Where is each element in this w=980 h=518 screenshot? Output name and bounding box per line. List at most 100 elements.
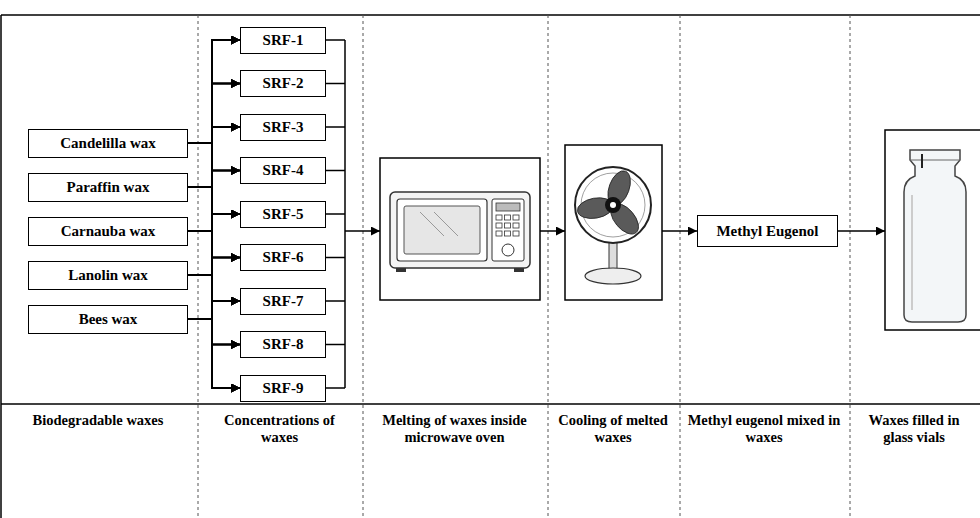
concentration-box: SRF-8 [240, 331, 326, 358]
bus-line [344, 40, 346, 388]
box-label: Paraffin wax [67, 179, 150, 196]
box-label: Lanolin wax [68, 267, 148, 284]
oven-button [496, 223, 502, 228]
column-divider [850, 15, 851, 518]
bus-stub [326, 387, 345, 389]
box-label: SRF-8 [263, 336, 304, 353]
box-label: Carnauba wax [61, 223, 156, 240]
connector [188, 143, 240, 388]
table-rule [1, 403, 980, 405]
flow-arrow [540, 230, 565, 232]
box-label: SRF-2 [263, 75, 304, 92]
connector [188, 143, 240, 301]
connector [188, 187, 240, 301]
frame-top [1, 14, 980, 16]
wax-box: Bees wax [28, 305, 188, 334]
connector [188, 84, 240, 188]
connector [188, 127, 240, 319]
connector [188, 171, 240, 320]
oven-door [397, 199, 487, 261]
box-label: SRF-5 [263, 206, 304, 223]
oven-window [404, 206, 480, 254]
glass-glint [420, 212, 444, 236]
oven-button [496, 215, 502, 220]
bus-stub [326, 300, 345, 302]
flow-arrow [838, 230, 885, 232]
illustration-frame [565, 145, 662, 300]
column-divider [548, 15, 549, 518]
connector [188, 127, 240, 275]
connector [188, 214, 240, 275]
connector [188, 231, 240, 388]
connector [188, 187, 240, 214]
flow-arrow [345, 230, 380, 232]
stage-label: Methyl eugenol mixed in waxes [686, 412, 842, 447]
connector [188, 231, 240, 258]
oven-knob [502, 244, 514, 256]
stage-label: Biodegradable waxes [6, 412, 190, 429]
box-label: SRF-7 [263, 293, 304, 310]
connector [188, 231, 240, 301]
glass-glint [434, 212, 458, 236]
connector [188, 258, 240, 320]
connector [188, 275, 240, 345]
vial-glint [921, 154, 923, 168]
oven-button [505, 231, 511, 236]
connector [188, 275, 240, 301]
column-divider [198, 15, 199, 518]
microwave-illustration [380, 158, 540, 300]
connector [188, 84, 240, 276]
connector [188, 40, 240, 187]
connector [188, 231, 240, 345]
fan-hub [605, 197, 621, 213]
connector [188, 171, 240, 188]
concentration-box: SRF-9 [240, 375, 326, 402]
bus-stub [326, 257, 345, 259]
oven-button [513, 215, 519, 220]
vial-illustration [885, 130, 980, 330]
fan-guard [575, 167, 651, 243]
illustration-frame [380, 158, 540, 300]
column-divider [363, 15, 364, 518]
connector [188, 143, 240, 171]
connector [188, 40, 240, 319]
vial-lip [910, 160, 960, 161]
concentration-box: SRF-6 [240, 244, 326, 271]
connector [188, 171, 240, 276]
box-label: SRF-3 [263, 119, 304, 136]
stage-label: Cooling of melted waxes [554, 412, 672, 447]
oven-display [496, 203, 520, 211]
connector [188, 84, 240, 320]
connector [188, 319, 240, 388]
connector [188, 187, 240, 345]
oven-button [513, 231, 519, 236]
connector [188, 143, 240, 258]
stage-label: Concentrations of waxes [204, 412, 355, 447]
box-label: SRF-4 [263, 162, 304, 179]
wax-box: Lanolin wax [28, 261, 188, 290]
connector [188, 214, 240, 319]
wax-box: Candelilla wax [28, 129, 188, 158]
oven-body [390, 192, 530, 268]
connector [188, 127, 240, 143]
connector [188, 319, 240, 345]
oven-button [513, 223, 519, 228]
box-label: Candelilla wax [60, 135, 155, 152]
connector [188, 143, 240, 214]
frame [1, 15, 980, 518]
oven-foot [514, 268, 524, 272]
bus-stub [326, 344, 345, 346]
box-label: SRF-1 [263, 32, 304, 49]
box-label: SRF-6 [263, 249, 304, 266]
concentration-box: SRF-7 [240, 288, 326, 315]
box-label: Bees wax [79, 311, 138, 328]
oven-button [505, 223, 511, 228]
stage-label: Melting of waxes inside microwave oven [369, 412, 540, 447]
fan-hub [610, 202, 616, 208]
bus-stub [326, 83, 345, 85]
process-box: Methyl Eugenol [697, 215, 838, 247]
connector [188, 171, 240, 232]
stage-label: Waxes filled in glass vials [856, 412, 972, 447]
bus-stub [326, 39, 345, 41]
connector [188, 143, 240, 345]
